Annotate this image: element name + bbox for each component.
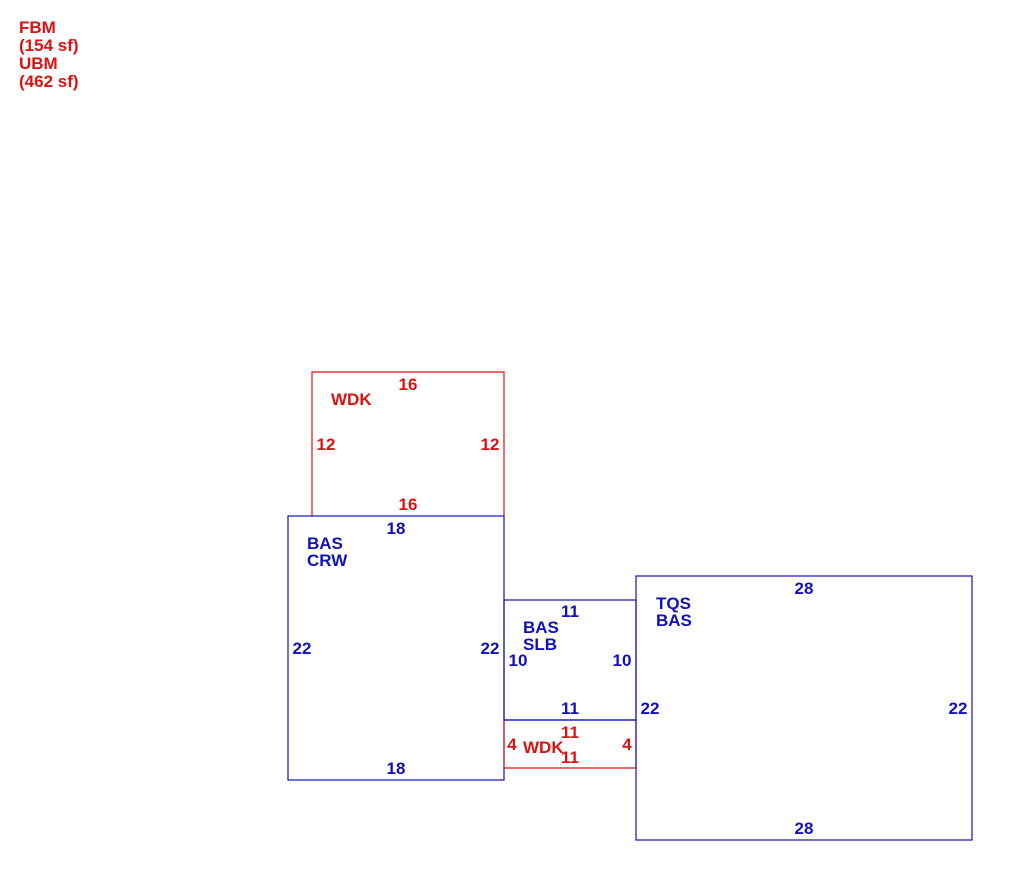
wdk-bottom-code: WDK bbox=[523, 738, 564, 757]
wdk-top-code: WDK bbox=[331, 390, 372, 409]
area-bas-crw: BAS CRW 18 18 22 22 bbox=[287, 515, 505, 781]
wdk-top-dim-bottom: 16 bbox=[399, 495, 418, 514]
tqs-bas-outline bbox=[635, 575, 973, 841]
tqs-bas-dim-top: 28 bbox=[795, 579, 814, 598]
wdk-top-outline bbox=[311, 371, 505, 516]
wdk-bottom-dim-right: 4 bbox=[622, 735, 632, 754]
wdk-bottom-dim-left: 4 bbox=[507, 735, 517, 754]
bas-slb-code-1: BAS bbox=[523, 618, 559, 637]
area-tqs-bas: TQS BAS 28 28 22 22 bbox=[635, 575, 973, 841]
area-wdk-top: WDK 16 16 12 12 bbox=[311, 371, 505, 516]
tqs-bas-code-1: TQS bbox=[656, 594, 691, 613]
wdk-top-dim-left: 12 bbox=[317, 435, 336, 454]
wdk-top-dim-top: 16 bbox=[399, 375, 418, 394]
bas-crw-dim-left: 22 bbox=[293, 639, 312, 658]
wdk-bottom-dim-top: 11 bbox=[561, 723, 579, 742]
bas-slb-dim-bottom: 11 bbox=[561, 699, 579, 718]
legend-line-3: UBM bbox=[19, 54, 58, 73]
bas-slb-dim-left: 10 bbox=[509, 651, 528, 670]
legend-line-2: (154 sf) bbox=[19, 36, 79, 55]
tqs-bas-dim-right: 22 bbox=[949, 699, 968, 718]
bas-slb-dim-right: 10 bbox=[613, 651, 632, 670]
tqs-bas-dim-left: 22 bbox=[641, 699, 660, 718]
legend: FBM (154 sf) UBM (462 sf) bbox=[19, 18, 79, 91]
bas-crw-dim-right: 22 bbox=[481, 639, 500, 658]
bas-crw-dim-top: 18 bbox=[387, 519, 406, 538]
bas-crw-code-1: BAS bbox=[307, 534, 343, 553]
wdk-bottom-dim-bottom: 11 bbox=[561, 748, 579, 767]
area-wdk-bottom: WDK 11 11 4 4 bbox=[503, 719, 637, 769]
tqs-bas-code-2: BAS bbox=[656, 611, 692, 630]
bas-crw-dim-bottom: 18 bbox=[387, 759, 406, 778]
tqs-bas-dim-bottom: 28 bbox=[795, 819, 814, 838]
wdk-top-dim-right: 12 bbox=[481, 435, 500, 454]
legend-line-1: FBM bbox=[19, 18, 56, 37]
bas-slb-dim-top: 11 bbox=[561, 602, 579, 621]
bas-slb-code-2: SLB bbox=[523, 635, 557, 654]
area-bas-slb: BAS SLB 11 11 10 10 bbox=[503, 599, 637, 721]
legend-line-4: (462 sf) bbox=[19, 72, 79, 91]
bas-crw-code-2: CRW bbox=[307, 551, 348, 570]
